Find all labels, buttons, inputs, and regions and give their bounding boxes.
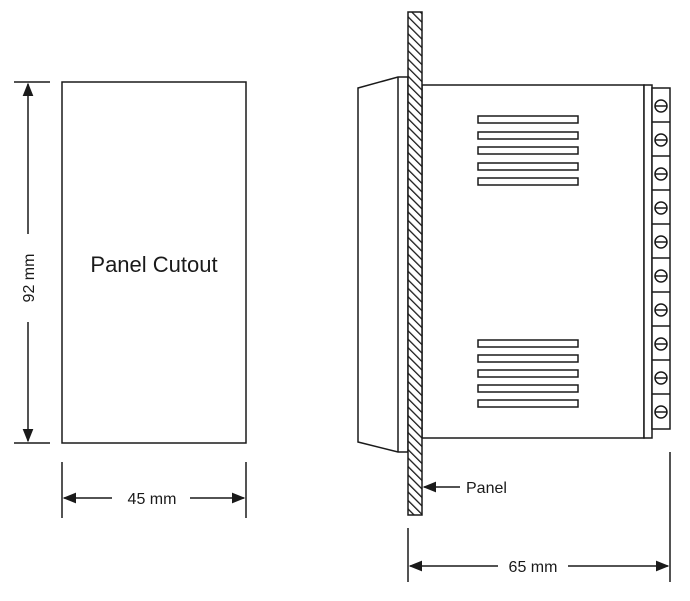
height-dimension-label: 92 mm (21, 254, 38, 303)
terminal-screw (652, 235, 670, 259)
panel-wall (407, 11, 423, 516)
vent-slot (477, 399, 579, 408)
terminal-screw (652, 133, 670, 157)
terminal-screw (654, 405, 668, 419)
vent-group-lower (477, 339, 579, 408)
terminal-screw (652, 167, 670, 191)
vent-slot (477, 369, 579, 378)
vent-slot (477, 131, 579, 140)
side-view (357, 11, 671, 582)
vent-slot (477, 146, 579, 155)
panel-cutout-rect (61, 81, 247, 444)
front-bezel (357, 76, 409, 453)
panel-cutout-view (14, 81, 247, 518)
housing-body (421, 84, 645, 439)
vent-slot (477, 177, 579, 186)
vent-slot (477, 162, 579, 171)
panel-label: Panel (466, 480, 507, 497)
terminal-screw (652, 303, 670, 327)
vent-slot (477, 384, 579, 393)
depth-dimension-label: 65 mm (509, 559, 558, 576)
panel-cutout-label: Panel Cutout (90, 252, 217, 277)
terminal-screw (652, 99, 670, 123)
vent-group-upper (477, 115, 579, 186)
vent-slot (477, 354, 579, 363)
terminal-screw (652, 269, 670, 293)
terminal-screw (652, 201, 670, 225)
terminal-block (643, 84, 671, 439)
width-dimension-label: 45 mm (128, 491, 177, 508)
vent-slot (477, 115, 579, 124)
terminal-strip (643, 84, 653, 439)
terminal-screw (652, 371, 670, 395)
terminal-screw (652, 337, 670, 361)
vent-slot (477, 339, 579, 348)
